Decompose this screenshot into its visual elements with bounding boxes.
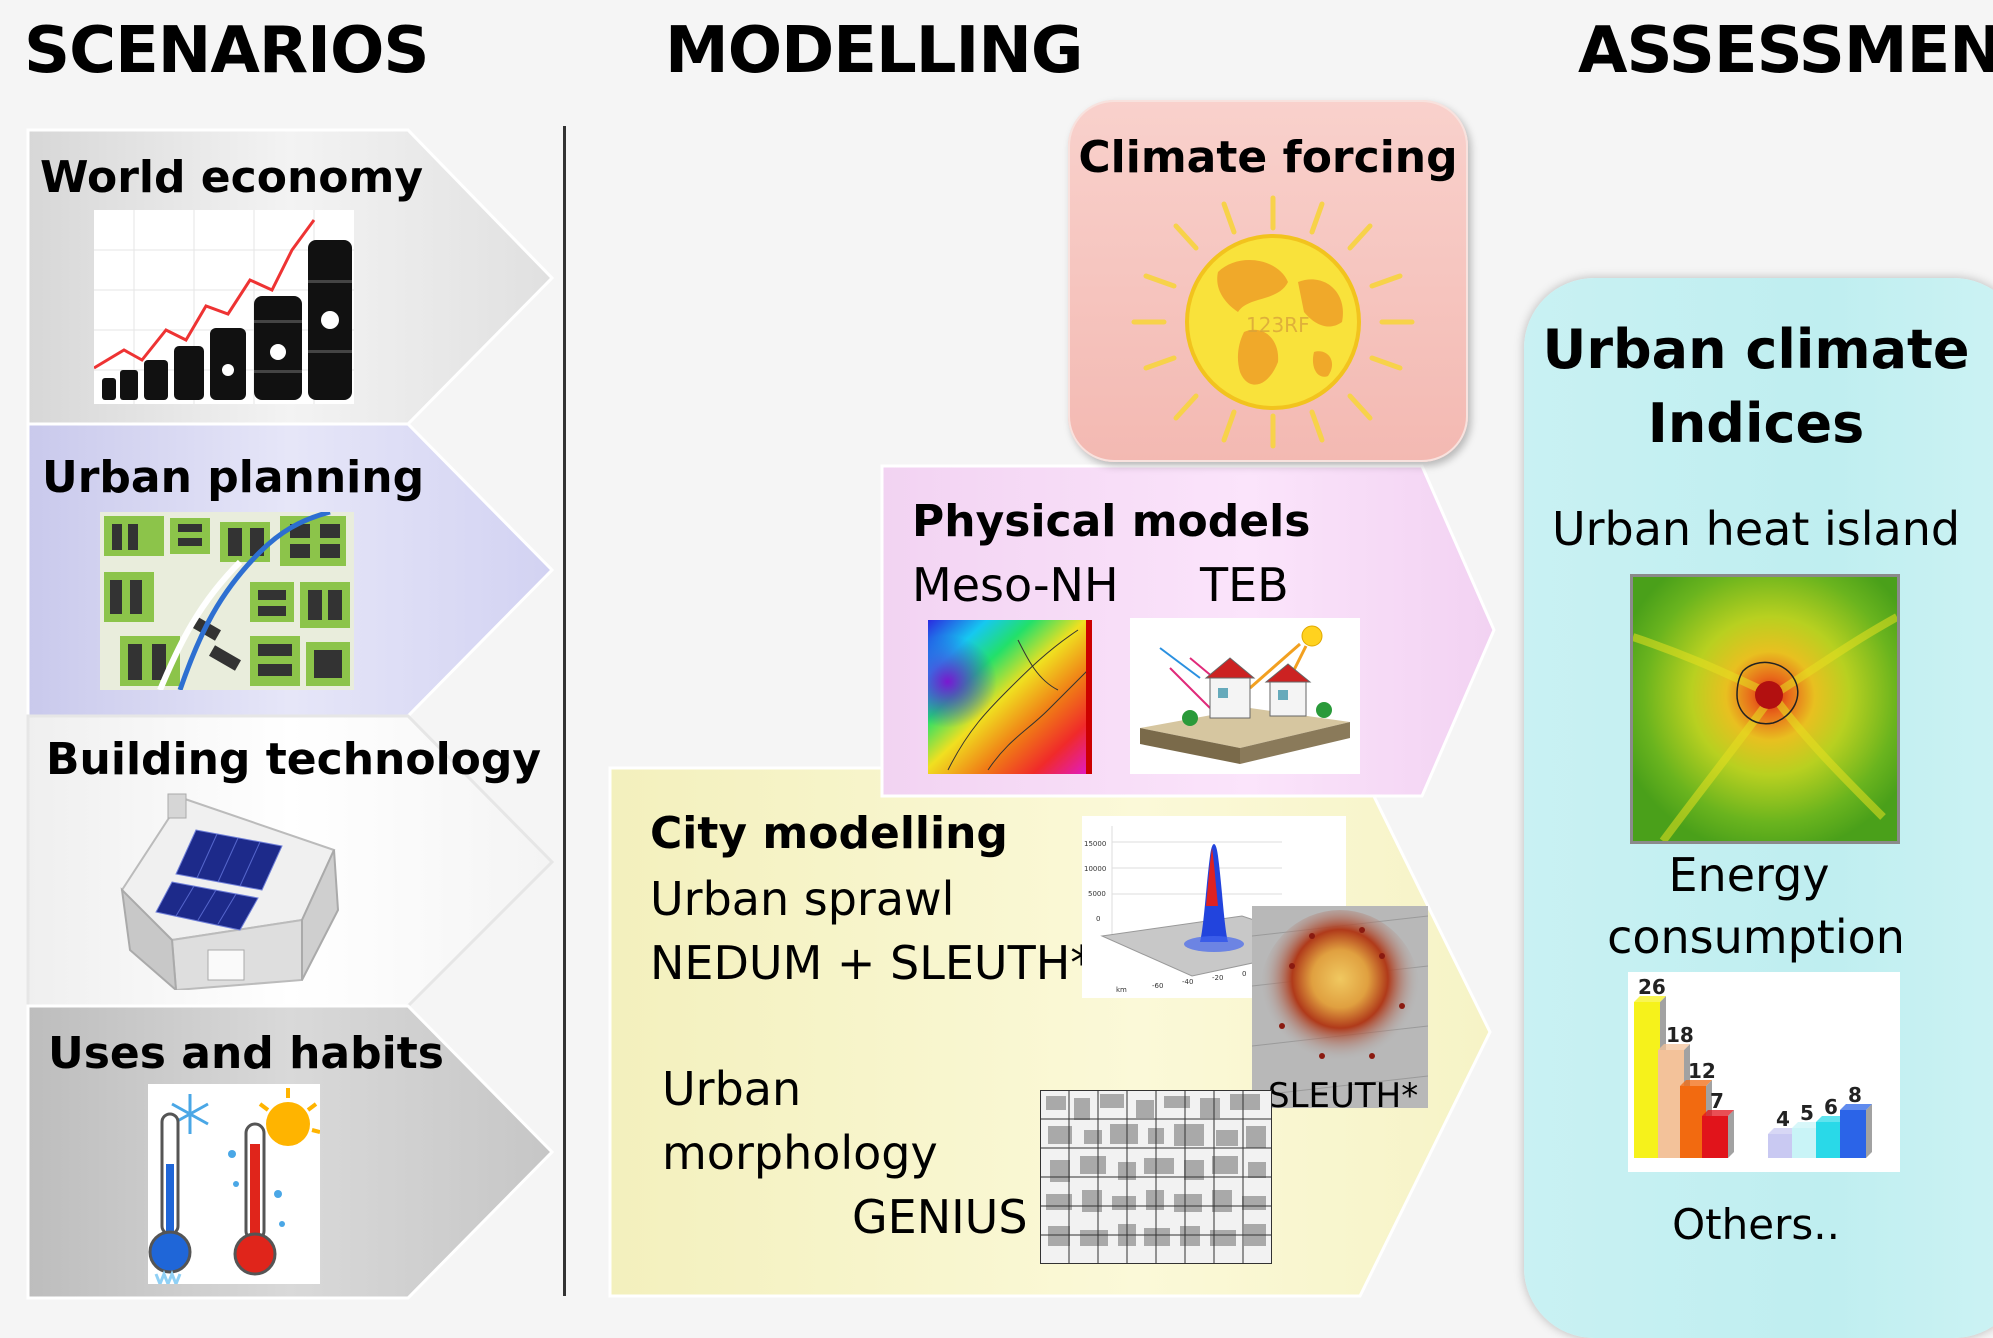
plot-tick-label: 10000 [1084,865,1106,873]
sleuth-caption: SLEUTH* [1268,1076,1419,1116]
bar-top [1658,1044,1690,1050]
header-scenarios: SCENARIOS [24,14,429,88]
bar [1680,1086,1706,1158]
bar-value-label: 18 [1666,1023,1694,1047]
bar-value-label: 26 [1638,975,1666,999]
bar [1634,1002,1660,1158]
morphology-grid-image [1040,1090,1272,1264]
plot-axis-label: -60 [1152,982,1163,990]
plot-tick-label: 0 [1096,915,1100,923]
oil-barrels-image [94,210,354,404]
climate-forcing-title: Climate forcing [1078,132,1458,183]
city-modelling-line1: Urban sprawl [650,872,955,926]
assessment-title-line1: Urban climate [1542,318,1970,381]
sleuth-map-image [1252,906,1428,1108]
bar [1816,1122,1842,1158]
sun-icon [1301,625,1323,647]
teb-diagram-image [1130,618,1360,774]
bar-value-label: 7 [1710,1089,1724,1113]
model-meso-nh: Meso-NH [912,558,1119,612]
plot-tick-label: 5000 [1088,890,1106,898]
bar-value-label: 5 [1800,1101,1814,1125]
bar [1658,1050,1684,1158]
watermark-text: 123RF [1246,313,1310,337]
genius-label: GENIUS [852,1190,1028,1244]
bar-side [1866,1104,1872,1158]
urban-plan-image [100,512,354,690]
thermometers-image [148,1084,320,1284]
plot-tick-label: 15000 [1084,840,1106,848]
bar-top [1840,1104,1872,1110]
bar-top [1634,996,1666,1002]
sun-icon [258,1088,320,1146]
scenario-label-building-technology: Building technology [46,734,542,785]
energy-label-line1: Energy [1668,848,1830,902]
morphology-line1: Urban [662,1062,802,1116]
bar [1840,1110,1866,1158]
energy-label-line2: consumption [1607,910,1905,964]
city-modelling-title: City modelling [650,808,1008,859]
scenario-label-uses-habits: Uses and habits [48,1028,444,1079]
bar [1792,1128,1818,1158]
solar-house-image [112,790,344,993]
uhi-label: Urban heat island [1551,502,1961,556]
others-label: Others.. [1672,1200,1840,1249]
bar-value-label: 4 [1776,1107,1790,1131]
plot-axis-label: -20 [1212,974,1223,982]
scenario-label-world-economy: World economy [40,152,424,203]
sun-globe-icon: 123RF [1131,195,1415,449]
meso-nh-map-image [928,620,1092,774]
heat-island-map-image [1630,574,1900,844]
assessment-title-line2: Indices [1647,392,1865,455]
bar-top [1680,1080,1712,1086]
header-assessment: ASSESSMENT [1578,14,1993,88]
plot-axis-label: -40 [1182,978,1193,986]
bar-value-label: 8 [1848,1083,1862,1107]
morphology-line2: morphology [662,1126,938,1180]
physical-models-title: Physical models [912,496,1311,547]
bar [1768,1134,1794,1158]
plot-axis-label: km [1116,986,1127,994]
bar-value-label: 6 [1824,1095,1838,1119]
model-teb: TEB [1200,558,1289,612]
header-modelling: MODELLING [665,14,1083,88]
scenario-label-urban-planning: Urban planning [42,452,425,503]
city-modelling-line2: NEDUM + SLEUTH* [650,936,1094,990]
bar-top [1702,1110,1734,1116]
climate-forcing-box: Climate forcing 123RF [1068,100,1468,462]
plot-axis-label: 0 [1242,970,1246,978]
column-divider [563,126,566,1296]
bar [1702,1116,1728,1158]
bar-value-label: 12 [1688,1059,1716,1083]
bar-side [1728,1110,1734,1158]
